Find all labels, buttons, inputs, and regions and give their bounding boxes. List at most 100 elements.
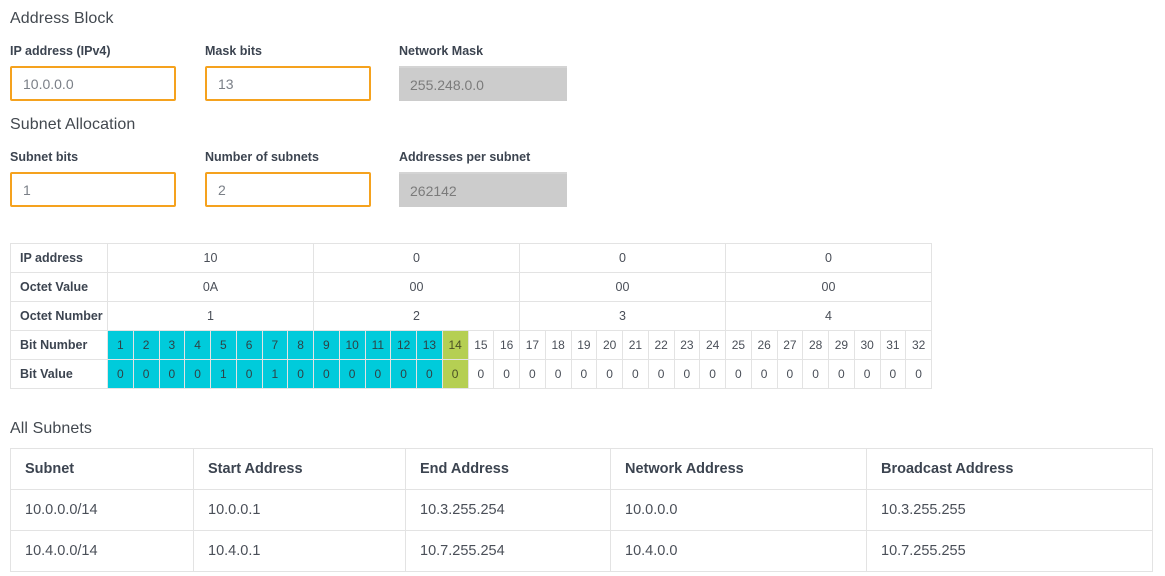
bit-value-cell: 0 xyxy=(365,359,392,389)
bit-number-cell: 18 xyxy=(545,330,572,360)
octet-number-cell: 4 xyxy=(725,301,932,331)
column-header-subnet[interactable]: Subnet xyxy=(10,448,194,490)
bit-table-row-label: Octet Number xyxy=(11,301,108,331)
cell-network-address: 10.4.0.0 xyxy=(610,530,867,572)
bit-value-cell: 0 xyxy=(674,359,701,389)
octet-value-cell: 0A xyxy=(107,272,314,302)
bit-number-cell: 9 xyxy=(313,330,340,360)
bit-number-cell: 15 xyxy=(468,330,495,360)
ip-address-octet-cell: 0 xyxy=(519,244,726,273)
bit-value-cell: 0 xyxy=(442,359,469,389)
subnet-allocation-heading: Subnet Allocation xyxy=(10,116,136,133)
bit-number-cell: 21 xyxy=(622,330,649,360)
bit-number-cell: 8 xyxy=(287,330,314,360)
addresses-per-subnet-output: 262142 xyxy=(399,172,567,207)
bit-value-cell: 0 xyxy=(828,359,855,389)
bit-value-cell: 0 xyxy=(854,359,881,389)
octet-value-cell: 00 xyxy=(725,272,932,302)
bit-value-cell: 0 xyxy=(493,359,520,389)
ip-address-input[interactable]: 10.0.0.0 xyxy=(10,66,176,101)
bit-number-cell: 2 xyxy=(133,330,160,360)
cell-end-address: 10.7.255.254 xyxy=(405,530,611,572)
ip-address-octet-cell: 0 xyxy=(313,244,520,273)
bit-number-cell: 26 xyxy=(751,330,778,360)
bit-value-cell: 0 xyxy=(802,359,829,389)
ip-address-octet-cell: 10 xyxy=(107,244,314,273)
bit-value-cell: 0 xyxy=(468,359,495,389)
subnet-bits-label: Subnet bits xyxy=(10,150,79,164)
number-of-subnets-label: Number of subnets xyxy=(205,150,319,164)
column-header-end-address[interactable]: End Address xyxy=(405,448,611,490)
bit-table-row-label: IP address xyxy=(11,244,108,273)
cell-network-address: 10.0.0.0 xyxy=(610,489,867,531)
all-subnets-heading: All Subnets xyxy=(10,420,93,437)
bit-number-cell: 3 xyxy=(159,330,186,360)
octet-number-cell: 3 xyxy=(519,301,726,331)
addresses-per-subnet-label: Addresses per subnet xyxy=(399,150,531,164)
bit-number-cell: 7 xyxy=(262,330,289,360)
bit-value-cell: 0 xyxy=(107,359,134,389)
octet-number-cell: 2 xyxy=(313,301,520,331)
bit-number-cell: 31 xyxy=(880,330,907,360)
bit-value-cell: 0 xyxy=(699,359,726,389)
bit-value-cell: 0 xyxy=(313,359,340,389)
bit-number-cell: 1 xyxy=(107,330,134,360)
bit-value-cell: 0 xyxy=(133,359,160,389)
bit-number-cell: 20 xyxy=(596,330,623,360)
bit-value-cell: 0 xyxy=(905,359,932,389)
bit-number-cell: 23 xyxy=(674,330,701,360)
octet-number-cell: 1 xyxy=(107,301,314,331)
subnet-bits-input[interactable]: 1 xyxy=(10,172,176,207)
bit-value-cell: 0 xyxy=(159,359,186,389)
bit-number-cell: 12 xyxy=(390,330,417,360)
bit-value-cell: 0 xyxy=(545,359,572,389)
bit-value-cell: 0 xyxy=(596,359,623,389)
cell-end-address: 10.3.255.254 xyxy=(405,489,611,531)
bit-value-cell: 1 xyxy=(262,359,289,389)
network-mask-output: 255.248.0.0 xyxy=(399,66,567,101)
bit-number-cell: 5 xyxy=(210,330,237,360)
bit-value-cell: 0 xyxy=(725,359,752,389)
bit-number-cell: 22 xyxy=(648,330,675,360)
bit-number-cell: 29 xyxy=(828,330,855,360)
bit-number-cell: 19 xyxy=(571,330,598,360)
address-block-heading: Address Block xyxy=(10,10,114,27)
bit-number-cell: 10 xyxy=(339,330,366,360)
bit-table-row-label: Octet Value xyxy=(11,272,108,302)
ip-address-octet-cell: 0 xyxy=(725,244,932,273)
bit-value-cell: 0 xyxy=(777,359,804,389)
mask-bits-label: Mask bits xyxy=(205,44,262,58)
bit-value-cell: 1 xyxy=(210,359,237,389)
mask-bits-input[interactable]: 13 xyxy=(205,66,371,101)
bit-number-cell: 32 xyxy=(905,330,932,360)
cell-start-address: 10.0.0.1 xyxy=(193,489,406,531)
column-header-start-address[interactable]: Start Address xyxy=(193,448,406,490)
bit-number-cell: 27 xyxy=(777,330,804,360)
bit-number-cell: 24 xyxy=(699,330,726,360)
cell-broadcast-address: 10.7.255.255 xyxy=(866,530,1153,572)
cell-broadcast-address: 10.3.255.255 xyxy=(866,489,1153,531)
bit-value-cell: 0 xyxy=(184,359,211,389)
bit-number-cell: 6 xyxy=(236,330,263,360)
column-header-network-address[interactable]: Network Address xyxy=(610,448,867,490)
network-mask-label: Network Mask xyxy=(399,44,484,58)
bit-value-cell: 0 xyxy=(339,359,366,389)
bit-number-cell: 4 xyxy=(184,330,211,360)
bit-value-cell: 0 xyxy=(287,359,314,389)
bit-number-cell: 25 xyxy=(725,330,752,360)
bit-number-cell: 16 xyxy=(493,330,520,360)
column-header-broadcast-address[interactable]: Broadcast Address xyxy=(866,448,1153,490)
number-of-subnets-input[interactable]: 2 xyxy=(205,172,371,207)
cell-subnet: 10.4.0.0/14 xyxy=(10,530,194,572)
